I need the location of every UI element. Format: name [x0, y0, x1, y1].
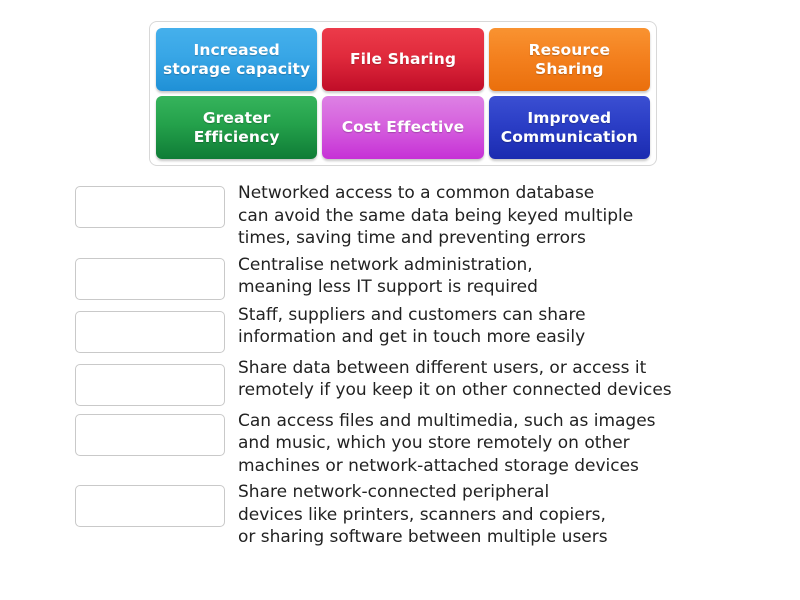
dropzone-slot[interactable] [75, 257, 225, 300]
draggable-tile-file-sharing[interactable]: File Sharing [322, 28, 484, 91]
draggable-tile-cost-effective[interactable]: Cost Effective [322, 96, 484, 159]
tile-grid: Increased storage capacity File Sharing … [156, 28, 650, 159]
dropzone-slot[interactable] [75, 310, 225, 353]
prompt-text: Can access files and multimedia, such as… [238, 410, 656, 476]
tile-bank: Increased storage capacity File Sharing … [149, 21, 657, 166]
dropzone-slot[interactable] [75, 413, 225, 456]
dropzone-slot[interactable] [75, 363, 225, 406]
match-row: Share network-connected peripheral devic… [75, 481, 725, 549]
match-row: Share data between different users, or a… [75, 357, 725, 406]
draggable-tile-greater-efficiency[interactable]: Greater Efficiency [156, 96, 318, 159]
draggable-tile-improved-communication[interactable]: Improved Communication [488, 96, 650, 159]
match-row: Can access files and multimedia, such as… [75, 410, 725, 478]
draggable-tile-increased-storage-capacity[interactable]: Increased storage capacity [156, 28, 318, 91]
prompt-text: Share network-connected peripheral devic… [238, 482, 608, 547]
match-row: Staff, suppliers and customers can share… [75, 304, 725, 353]
dropzone-slot[interactable] [75, 186, 225, 228]
prompt-text: Networked access to a common database ca… [238, 183, 634, 248]
match-row: Networked access to a common database ca… [75, 182, 725, 250]
draggable-tile-resource-sharing[interactable]: Resource Sharing [488, 28, 650, 91]
answer-rows: Networked access to a common database ca… [75, 182, 725, 553]
prompt-text: Staff, suppliers and customers can share… [238, 304, 586, 348]
prompt-text: Centralise network administration, meani… [238, 254, 538, 298]
dropzone-slot[interactable] [75, 485, 225, 527]
prompt-text: Share data between different users, or a… [238, 357, 672, 401]
match-row: Centralise network administration, meani… [75, 254, 725, 300]
